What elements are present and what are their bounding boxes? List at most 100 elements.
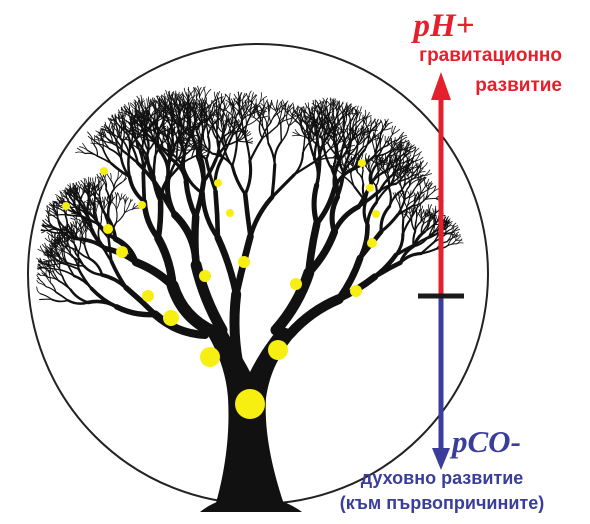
tree-branch bbox=[375, 134, 376, 141]
yellow-node bbox=[235, 389, 265, 419]
pco-minus-label: pCO- bbox=[452, 424, 572, 460]
tree-branch bbox=[367, 129, 368, 137]
tree-branch bbox=[77, 148, 85, 153]
tree-branch bbox=[79, 188, 80, 194]
tree-branch bbox=[335, 110, 338, 121]
tree-branch bbox=[158, 202, 160, 238]
tree-branch bbox=[107, 174, 111, 180]
tree-branch bbox=[245, 194, 250, 236]
tree-branch bbox=[347, 125, 348, 132]
tree-branch bbox=[37, 280, 39, 283]
yellow-node bbox=[358, 159, 366, 167]
tree-branch bbox=[56, 215, 67, 216]
tree-branch bbox=[37, 289, 40, 293]
tree-branch bbox=[103, 197, 104, 203]
tree-branch bbox=[410, 191, 412, 198]
tree-branch bbox=[422, 210, 424, 215]
yellow-node bbox=[238, 256, 250, 268]
tree-branch bbox=[143, 173, 144, 202]
tree-branch bbox=[218, 238, 236, 294]
yellow-node bbox=[226, 209, 234, 217]
tree-branch bbox=[37, 287, 38, 290]
tree-branch bbox=[204, 88, 206, 99]
tree-branch bbox=[267, 113, 269, 126]
tree-branch bbox=[275, 142, 282, 165]
tree-branch bbox=[372, 141, 375, 152]
tree-branch bbox=[281, 126, 288, 142]
tree-branch bbox=[112, 202, 117, 210]
tree-branch bbox=[51, 283, 56, 292]
tree-branch bbox=[360, 113, 362, 121]
tree-branch bbox=[118, 171, 119, 179]
tree-branch bbox=[66, 247, 72, 257]
tree-branch bbox=[205, 89, 211, 98]
tree-branch bbox=[237, 141, 246, 142]
tree-branch bbox=[105, 203, 108, 208]
development-arrow bbox=[418, 72, 464, 470]
tree-branch bbox=[144, 202, 158, 239]
tree-branch bbox=[424, 174, 432, 176]
lower-arrowhead bbox=[432, 448, 450, 470]
tree-branch bbox=[448, 244, 457, 246]
tree-branch bbox=[112, 195, 113, 202]
tree-branch bbox=[281, 124, 282, 142]
tree-branch bbox=[92, 289, 117, 307]
tree-branch bbox=[424, 179, 425, 186]
ph-plus-label: pH+ bbox=[396, 8, 492, 45]
tree-branch bbox=[128, 154, 129, 177]
tree-branch bbox=[433, 189, 439, 193]
yellow-node bbox=[372, 210, 380, 218]
yellow-node bbox=[100, 167, 108, 175]
tree-branch bbox=[457, 243, 463, 244]
tree-branch bbox=[353, 128, 354, 135]
yellow-node bbox=[200, 347, 220, 367]
yellow-node bbox=[163, 310, 179, 326]
tree-branch bbox=[272, 165, 275, 198]
tree-branch bbox=[232, 142, 237, 166]
tree-branch bbox=[167, 177, 175, 215]
spiritual-label-line1: духовно развитие bbox=[300, 468, 584, 489]
tree-branch bbox=[245, 161, 250, 194]
tree-branch bbox=[250, 197, 272, 236]
tree-branch bbox=[216, 192, 218, 238]
yellow-node bbox=[367, 238, 377, 248]
tree-branch bbox=[381, 120, 383, 129]
tree-branch bbox=[47, 233, 54, 238]
tree-branch bbox=[154, 156, 155, 176]
tree-branch bbox=[118, 193, 120, 200]
tree-branch bbox=[71, 290, 89, 303]
tree-branch bbox=[83, 143, 88, 150]
tree-branch bbox=[116, 193, 117, 200]
tree-branch bbox=[141, 95, 142, 105]
tree-branch bbox=[121, 178, 126, 183]
tree-branch bbox=[353, 108, 354, 117]
tree-branch bbox=[380, 142, 381, 152]
tree-branch bbox=[400, 150, 401, 161]
tree-branch bbox=[245, 136, 250, 161]
yellow-node bbox=[138, 201, 146, 209]
tree-branch bbox=[40, 294, 51, 300]
tree-branch bbox=[56, 292, 68, 300]
yellow-node bbox=[62, 202, 70, 210]
gravitational-label-line2: развитие bbox=[412, 75, 562, 97]
yellow-node bbox=[268, 340, 288, 360]
tree-branch bbox=[254, 117, 263, 127]
tree-branch bbox=[324, 150, 332, 170]
spiritual-label-line2: (към първопричините) bbox=[296, 493, 588, 514]
tree-branch bbox=[43, 259, 49, 261]
tree-branch bbox=[95, 177, 96, 184]
tree-branch bbox=[334, 207, 358, 232]
yellow-node bbox=[199, 270, 211, 282]
tree-branch bbox=[209, 109, 210, 121]
tree-branch bbox=[420, 185, 421, 195]
gravitational-label-line1: гравитационно bbox=[362, 45, 562, 67]
tree-branch bbox=[371, 117, 372, 125]
tree-branch bbox=[224, 146, 232, 166]
yellow-node bbox=[116, 246, 128, 258]
tree-branch bbox=[180, 112, 181, 126]
tree-branch bbox=[195, 217, 196, 265]
tree-branch bbox=[101, 184, 104, 189]
yellow-node bbox=[142, 290, 154, 302]
yellow-node bbox=[366, 184, 374, 192]
tree-branch bbox=[116, 200, 120, 209]
